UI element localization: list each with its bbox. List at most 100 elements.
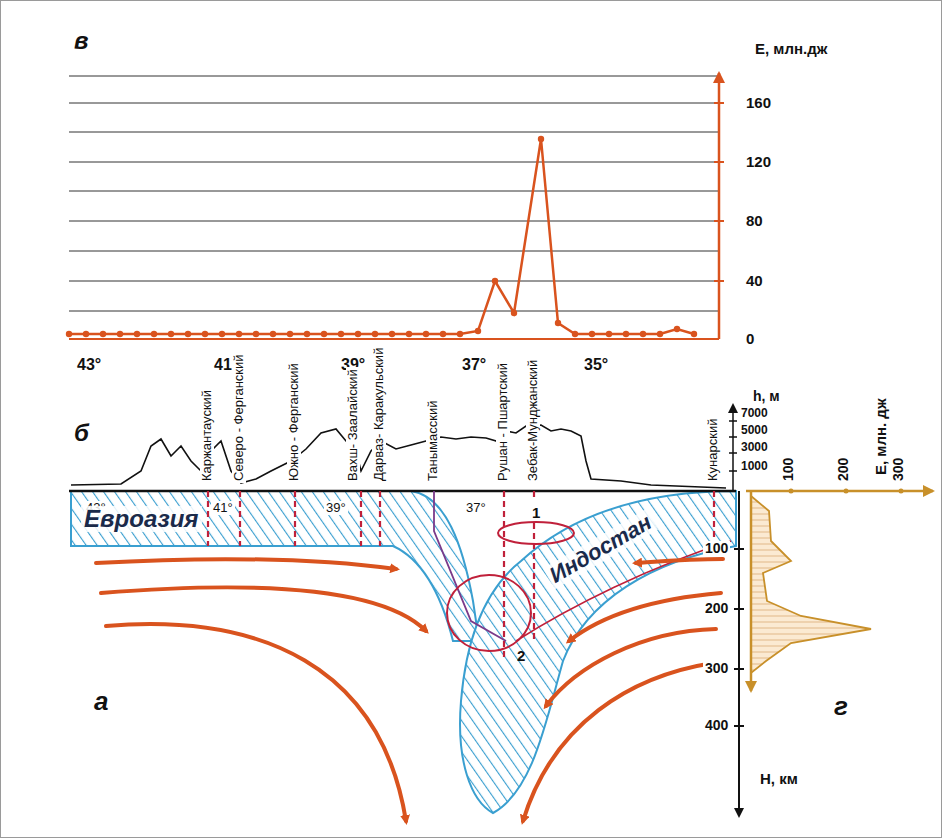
depth-number: 300	[703, 661, 730, 676]
depth-axis	[738, 491, 740, 816]
data-point	[511, 310, 517, 316]
data-point	[423, 331, 429, 337]
data-point	[538, 136, 544, 142]
fault-name: Танымасский	[426, 399, 440, 484]
axis-number: 3000	[741, 441, 768, 454]
fault-name: Каржантауский	[200, 388, 214, 483]
axis-title: h, м	[753, 389, 780, 404]
energy-depth-axis	[750, 491, 753, 691]
hindustan-plate	[460, 491, 736, 813]
latitude-label: 37°	[462, 356, 486, 374]
axis-number: 300	[891, 458, 906, 481]
h-ticks	[729, 421, 737, 471]
depth-number: 200	[703, 601, 730, 616]
axis-number: 80	[746, 213, 763, 230]
data-point	[589, 331, 595, 337]
data-point	[338, 331, 344, 337]
focus-zone	[498, 522, 574, 544]
axis-title: E, млн. дж	[873, 398, 890, 475]
data-point	[623, 331, 629, 337]
data-point	[572, 331, 578, 337]
data-point	[185, 331, 191, 337]
data-point	[492, 278, 498, 284]
fault-name: Кунарский	[706, 417, 720, 483]
data-point	[287, 331, 293, 337]
data-point	[406, 331, 412, 337]
x-axis	[69, 338, 719, 340]
topography-profile	[71, 425, 726, 488]
axis-number: 0	[746, 331, 754, 348]
data-point	[475, 328, 481, 334]
data-point	[691, 331, 697, 337]
data-point	[117, 331, 123, 337]
panel-letter: а	[94, 687, 108, 716]
depth-ticks	[734, 549, 744, 726]
plate-boundary	[516, 541, 731, 641]
data-point	[100, 331, 106, 337]
data-point	[389, 331, 395, 337]
energy-depth-plot	[751, 496, 871, 673]
panel-letter: г	[834, 692, 848, 721]
data-point	[372, 331, 378, 337]
surface-line	[69, 490, 736, 493]
plate-name: Евроазия	[81, 506, 202, 532]
data-point	[83, 331, 89, 337]
data-point	[355, 331, 361, 337]
axis-number: 120	[746, 154, 771, 171]
y-axis	[718, 73, 721, 339]
data-point	[270, 331, 276, 337]
data-point	[66, 331, 72, 337]
depth-number: 100	[703, 541, 730, 556]
callout-number: 2	[517, 648, 525, 665]
data-point	[236, 331, 242, 337]
axis-number: 200	[836, 458, 851, 481]
axis-title: E, млн.дж	[755, 41, 827, 58]
axis-title: H, км	[760, 771, 798, 788]
focus-zone	[447, 575, 531, 651]
axis-number: 7000	[741, 407, 768, 420]
panel-letter: в	[74, 28, 89, 54]
fault-name: Зебак-Мунджанский	[526, 358, 540, 483]
eurasia-plate	[71, 491, 479, 641]
fault-name: Вахш- Заалайский	[346, 367, 360, 483]
data-point	[440, 331, 446, 337]
fault-name: Северо - Ферганский	[232, 352, 246, 483]
data-point	[134, 331, 140, 337]
latitude-label: 39°	[324, 501, 348, 515]
data-point	[640, 331, 646, 337]
fault-name: Дарваз- Каракульский	[372, 346, 386, 483]
axis-number: 5000	[741, 424, 768, 437]
fault-trace	[434, 491, 506, 641]
data-point	[151, 331, 157, 337]
latitude-label: 43°	[77, 356, 101, 374]
energy-axis	[746, 490, 933, 493]
data-point	[606, 331, 612, 337]
data-point	[457, 331, 463, 337]
data-point	[219, 331, 225, 337]
data-point	[253, 331, 259, 337]
grid-lines	[69, 76, 719, 311]
depth-number: 400	[703, 718, 730, 733]
data-point	[304, 331, 310, 337]
axis-number: 100	[781, 458, 796, 481]
energy-polyline	[69, 139, 694, 334]
energy-line	[66, 136, 697, 337]
latitude-label: 37°	[464, 501, 488, 515]
h-axis	[732, 405, 734, 491]
data-point	[321, 331, 327, 337]
axis-dots	[789, 489, 904, 494]
data-point	[657, 331, 663, 337]
axis-ticks	[714, 103, 724, 281]
axis-number: 40	[746, 273, 763, 290]
fault-name: Южно - Ферганский	[287, 361, 301, 483]
panel-letter: б	[74, 420, 89, 446]
latitude-label: 35°	[584, 356, 608, 374]
data-point	[168, 331, 174, 337]
axis-number: 1000	[741, 460, 768, 473]
mantle-flow	[96, 559, 723, 821]
latitude-label: 41°	[211, 501, 235, 515]
fault-name: Рушан - Пшартский	[496, 361, 510, 483]
data-point	[555, 320, 561, 326]
